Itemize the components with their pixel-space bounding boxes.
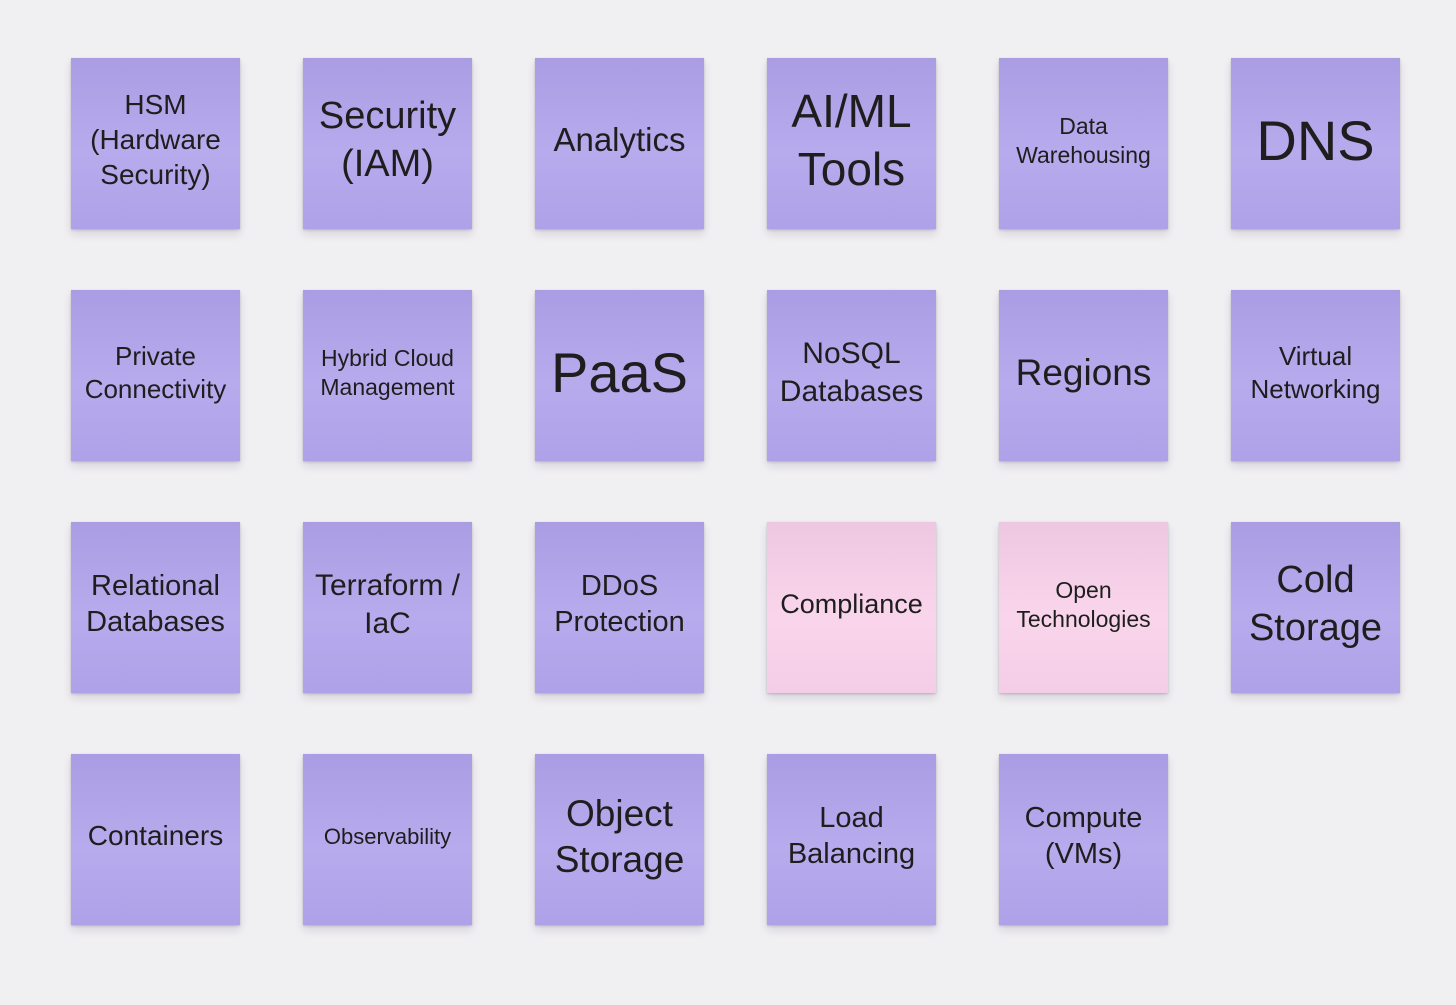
sticky-note-label: Relational Databases xyxy=(86,569,225,638)
sticky-note-label: PaaS xyxy=(551,340,688,404)
sticky-note-label: Hybrid Cloud Management xyxy=(320,344,455,400)
sticky-note-label: Compute (VMs) xyxy=(1024,801,1143,870)
sticky-note-compute-vms[interactable]: Compute (VMs) xyxy=(999,754,1168,925)
sticky-note-private-connectivity[interactable]: Private Connectivity xyxy=(71,290,240,461)
sticky-note-terraform-iac[interactable]: Terraform / IaC xyxy=(303,522,472,693)
sticky-note-label: Private Connectivity xyxy=(84,341,227,404)
sticky-note-containers[interactable]: Containers xyxy=(71,754,240,925)
sticky-note-label: AI/ML Tools xyxy=(791,85,912,195)
sticky-note-regions[interactable]: Regions xyxy=(999,290,1168,461)
sticky-note-data-warehousing[interactable]: Data Warehousing xyxy=(999,58,1168,229)
sticky-note-object-storage[interactable]: Object Storage xyxy=(535,754,704,925)
sticky-note-hsm-hardware-security[interactable]: HSM (Hardware Security) xyxy=(71,58,240,229)
sticky-note-label: NoSQL Databases xyxy=(779,337,924,408)
sticky-note-label: DNS xyxy=(1256,108,1375,172)
sticky-note-label: Containers xyxy=(87,820,224,852)
sticky-note-open-technologies[interactable]: Open Technologies xyxy=(999,522,1168,693)
sticky-note-label: Compliance xyxy=(780,588,923,619)
sticky-note-ai-ml-tools[interactable]: AI/ML Tools xyxy=(767,58,936,229)
sticky-note-observability[interactable]: Observability xyxy=(303,754,472,925)
sticky-note-label: Security (IAM) xyxy=(318,95,457,185)
sticky-note-virtual-networking[interactable]: Virtual Networking xyxy=(1231,290,1400,461)
sticky-note-label: Regions xyxy=(1015,351,1152,393)
sticky-note-ddos-protection[interactable]: DDoS Protection xyxy=(535,522,704,693)
sticky-note-label: Cold Storage xyxy=(1248,559,1383,649)
sticky-note-label: Data Warehousing xyxy=(1016,112,1151,168)
sticky-note-label: Virtual Networking xyxy=(1250,341,1381,404)
sticky-note-dns[interactable]: DNS xyxy=(1231,58,1400,229)
sticky-note-label: DDoS Protection xyxy=(554,569,685,638)
sticky-note-label: Analytics xyxy=(553,121,686,159)
sticky-note-load-balancing[interactable]: Load Balancing xyxy=(767,754,936,925)
sticky-note-security-iam[interactable]: Security (IAM) xyxy=(303,58,472,229)
sticky-note-cold-storage[interactable]: Cold Storage xyxy=(1231,522,1400,693)
sticky-note-analytics[interactable]: Analytics xyxy=(535,58,704,229)
sticky-note-label: Open Technologies xyxy=(1016,576,1151,632)
sticky-note-label: Observability xyxy=(323,823,452,849)
sticky-note-label: Object Storage xyxy=(554,792,685,880)
sticky-note-label: Load Balancing xyxy=(787,801,916,870)
sticky-note-compliance[interactable]: Compliance xyxy=(767,522,936,693)
sticky-note-hybrid-cloud-management[interactable]: Hybrid Cloud Management xyxy=(303,290,472,461)
sticky-note-paas[interactable]: PaaS xyxy=(535,290,704,461)
sticky-grid: HSM (Hardware Security) Security (IAM) Ana… xyxy=(71,58,1400,925)
sticky-note-label: HSM (Hardware Security) xyxy=(90,89,221,190)
sticky-note-label: Terraform / IaC xyxy=(314,569,461,640)
sticky-note-relational-databases[interactable]: Relational Databases xyxy=(71,522,240,693)
sticky-note-nosql-databases[interactable]: NoSQL Databases xyxy=(767,290,936,461)
